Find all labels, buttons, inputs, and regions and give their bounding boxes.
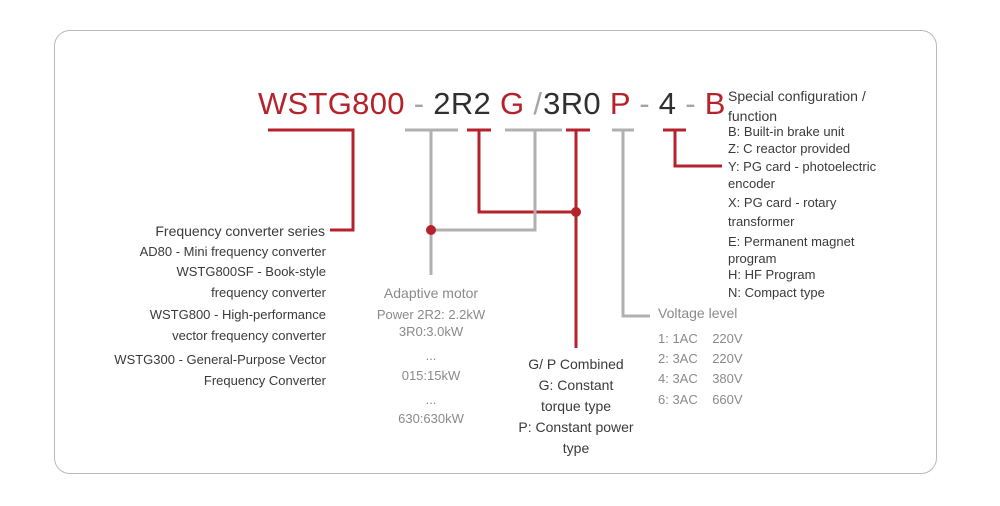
code-sep-1: - xyxy=(413,86,425,121)
code-power: 2R2 xyxy=(433,86,492,121)
config-item: E: Permanent magnet xyxy=(728,234,855,249)
code-type-2: P xyxy=(609,86,631,121)
series-item: AD80 - Mini frequency converter xyxy=(139,244,326,259)
series-item: WSTG300 - General-Purpose Vector xyxy=(114,352,326,367)
power-junction-dot xyxy=(426,225,436,235)
series-item: WSTG800 - High-performance xyxy=(149,307,326,322)
config-item: B: Built-in brake unit xyxy=(728,124,845,139)
voltage-item: 6: 3AC 660V xyxy=(658,392,743,407)
code-sep-3: - xyxy=(685,86,696,121)
config-item: Z: C reactor provided xyxy=(728,141,851,156)
config-item: transformer xyxy=(728,214,795,229)
voltage-item: 1: 1AC 220V xyxy=(658,331,743,346)
voltage-item: 2: 3AC 220V xyxy=(658,351,743,366)
config-item: encoder xyxy=(728,176,775,191)
motor-title: Adaptive motor xyxy=(383,285,479,301)
config-title: Special configuration / xyxy=(728,88,866,104)
code-power-2: 3R0 xyxy=(543,86,601,121)
series-item: WSTG800SF - Book-style xyxy=(176,264,326,279)
model-code: WSTG800 - 2R2 G / 3R0 P - 4 - B xyxy=(258,86,726,122)
voltage-title: Voltage level xyxy=(658,305,738,321)
motor-item: 3R0:3.0kW xyxy=(398,324,464,339)
config-item: Y: PG card - photoelectric xyxy=(728,159,877,174)
motor-item: 630:630kW xyxy=(398,411,464,426)
type-junction-dot xyxy=(571,207,581,217)
motor-item: ... xyxy=(425,392,437,407)
series-item: vector frequency converter xyxy=(172,328,326,343)
code-type: G xyxy=(499,86,525,121)
code-slash: / xyxy=(533,86,543,121)
config-item: H: HF Program xyxy=(728,267,816,282)
type-item: G: Constant xyxy=(538,377,614,393)
type-item: type xyxy=(562,440,590,456)
motor-item: ... xyxy=(425,348,437,363)
code-voltage: 4 xyxy=(658,86,677,121)
config-item: N: Compact type xyxy=(728,285,825,300)
motor-item: 015:15kW xyxy=(401,368,461,383)
type-item: P: Constant power xyxy=(518,419,634,435)
series-item: frequency converter xyxy=(211,285,326,300)
series-item: Frequency Converter xyxy=(203,373,326,388)
voltage-item: 4: 3AC 380V xyxy=(658,371,743,386)
config-item: X: PG card - rotary xyxy=(728,195,837,210)
config-item: program xyxy=(728,251,777,266)
series-connector xyxy=(268,128,355,232)
code-series: WSTG800 xyxy=(258,86,405,121)
diagram-panel xyxy=(54,30,937,474)
code-config: B xyxy=(704,86,726,121)
code-sep-2: - xyxy=(639,86,650,121)
type-title: G/ P Combined xyxy=(528,356,624,372)
motor-item: Power 2R2: 2.2kW xyxy=(376,307,486,322)
type-item: torque type xyxy=(540,398,612,414)
config-title-cont: function xyxy=(728,108,778,124)
series-title: Frequency converter series xyxy=(155,223,325,239)
